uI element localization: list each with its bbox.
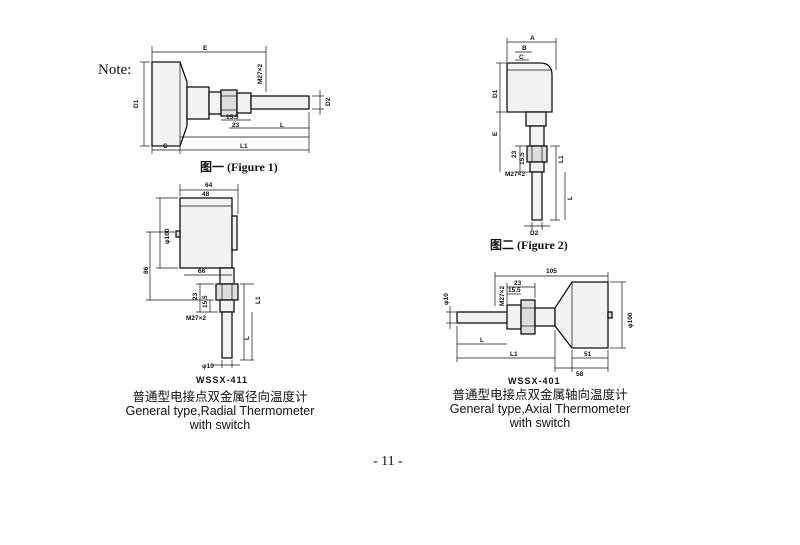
fig2-label-L1: L1 bbox=[558, 155, 565, 163]
wssx411-label-15-5: 15.5 bbox=[202, 295, 209, 308]
figure-1-drawing: E D1 D2 M27×2 15.5 23 L L1 C bbox=[133, 45, 332, 154]
wssx411-title-en-1: General type,Radial Thermometer bbox=[125, 404, 315, 418]
figure-1-caption: 图一 (Figure 1) bbox=[200, 160, 278, 174]
fig1-label-15-5: 15.5 bbox=[226, 114, 239, 121]
fig2-label-A: A bbox=[530, 35, 535, 42]
fig2-label-D2: D2 bbox=[530, 230, 539, 237]
wssx401-label-L1: L1 bbox=[510, 351, 518, 358]
wssx411-label-23: 23 bbox=[192, 292, 199, 300]
wssx411-label-phi10: φ10 bbox=[202, 363, 214, 370]
wssx411-label-thread: M27×2 bbox=[186, 315, 206, 322]
wssx401-label-15-5: 15.5 bbox=[508, 287, 521, 294]
wssx411-label-phi100: φ100 bbox=[164, 228, 171, 244]
wssx401-label-phi10: φ10 bbox=[443, 293, 450, 305]
wssx411-label-L: L bbox=[244, 336, 251, 340]
wssx411-label-64: 64 bbox=[205, 182, 213, 189]
fig1-label-L1: L1 bbox=[240, 143, 248, 150]
fig2-label-23: 23 bbox=[511, 150, 518, 158]
wssx411-model: WSSX-411 bbox=[196, 375, 248, 385]
wssx401-label-23: 23 bbox=[514, 280, 522, 287]
wssx401-label-51: 51 bbox=[584, 351, 592, 358]
note-label: Note: bbox=[98, 62, 132, 78]
wssx401-label-105: 105 bbox=[546, 268, 557, 275]
wssx401-label-L: L bbox=[480, 337, 484, 344]
fig1-label-L: L bbox=[280, 122, 284, 129]
fig1-label-C: C bbox=[163, 143, 168, 150]
fig1-label-E: E bbox=[203, 45, 208, 52]
wssx411-label-L1: L1 bbox=[255, 296, 262, 304]
fig2-label-thread: M27×2 bbox=[505, 171, 525, 178]
wssx411-title-en-2: with switch bbox=[189, 418, 251, 432]
fig2-label-B: B bbox=[522, 45, 527, 52]
wssx411-label-48: 48 bbox=[202, 191, 210, 198]
fig2-label-15-5: 15.5 bbox=[519, 152, 526, 165]
fig2-label-D1: D1 bbox=[492, 89, 499, 98]
figure-2-drawing: A B C D1 E 23 15.5 M27×2 L1 L D2 bbox=[492, 35, 574, 237]
fig2-label-L: L bbox=[567, 196, 574, 200]
fig1-label-D2: D2 bbox=[325, 97, 332, 106]
wssx401-label-thread: M27×2 bbox=[499, 286, 506, 306]
wssx401-title-cn: 普通型电接点双金属轴向温度计 bbox=[452, 387, 628, 402]
wssx401-label-58: 58 bbox=[576, 371, 584, 378]
wssx-401-description: 普通型电接点双金属轴向温度计 General type,Axial Thermo… bbox=[445, 387, 635, 431]
wssx411-title-cn: 普通型电接点双金属径向温度计 bbox=[132, 389, 308, 404]
fig1-label-D1: D1 bbox=[133, 99, 140, 108]
wssx401-title-en-1: General type,Axial Thermometer bbox=[449, 402, 631, 416]
figure-2-caption: 图二 (Figure 2) bbox=[490, 238, 568, 252]
wssx-401-drawing: 105 23 15.5 M27×2 φ10 φ100 L L1 51 58 WS… bbox=[443, 268, 634, 386]
wssx401-title-en-2: with switch bbox=[509, 416, 571, 430]
fig1-label-23: 23 bbox=[232, 122, 240, 129]
fig1-label-thread: M27×2 bbox=[257, 64, 264, 84]
wssx411-label-86: 86 bbox=[143, 266, 150, 274]
page-number: - 11 - bbox=[373, 454, 403, 469]
fig2-label-E: E bbox=[492, 131, 499, 136]
wssx411-label-66: 66 bbox=[198, 268, 206, 275]
fig2-label-C: C bbox=[519, 54, 524, 61]
wssx-411-drawing: 64 48 φ100 86 66 23 15.5 M27×2 L1 L φ10 … bbox=[143, 182, 262, 385]
wssx-411-description: 普通型电接点双金属径向温度计 General type,Radial Therm… bbox=[120, 389, 320, 433]
wssx401-model: WSSX-401 bbox=[508, 376, 561, 386]
wssx401-label-phi100: φ100 bbox=[627, 312, 634, 328]
